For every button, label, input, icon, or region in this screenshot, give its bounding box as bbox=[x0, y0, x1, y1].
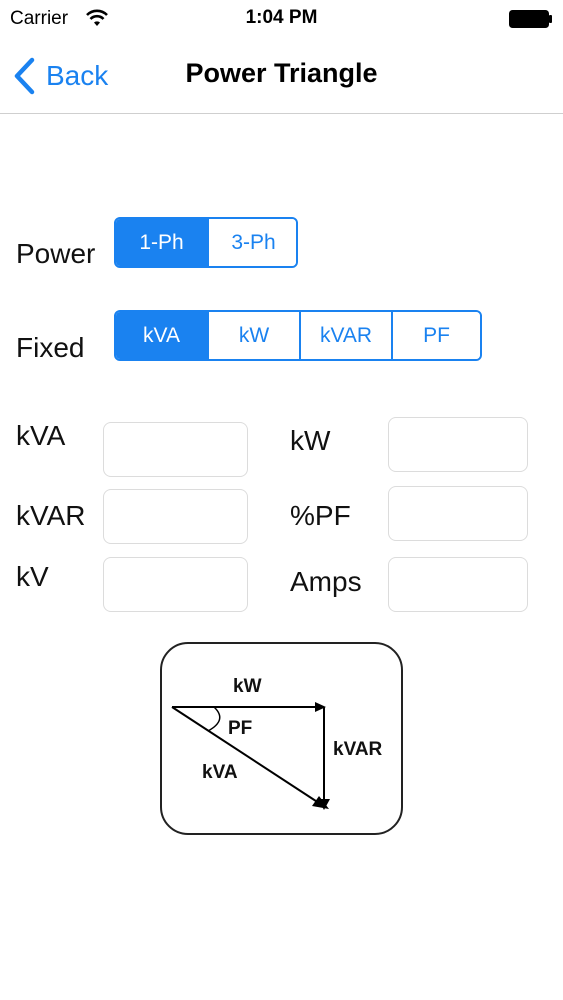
kva-arrow bbox=[171, 706, 323, 806]
page-title: Power Triangle bbox=[185, 58, 378, 88]
power-triangle-graphic bbox=[171, 702, 330, 810]
kw-arrowhead bbox=[315, 702, 326, 712]
power-segmented-control: 1-Ph 3-Ph bbox=[114, 217, 298, 268]
kv-input[interactable] bbox=[104, 558, 247, 611]
segment-1-ph[interactable]: 1-Ph bbox=[116, 219, 207, 266]
amps-input[interactable] bbox=[389, 558, 527, 611]
kva-field bbox=[103, 422, 248, 477]
chevron-left-icon bbox=[14, 57, 35, 95]
battery-icon bbox=[509, 10, 552, 28]
navigation-bar: Back Power Triangle bbox=[0, 40, 563, 114]
pf-input[interactable] bbox=[389, 487, 527, 540]
kv-label: kV bbox=[16, 561, 49, 592]
power-label: Power bbox=[16, 238, 96, 269]
segment-pf[interactable]: PF bbox=[391, 312, 480, 359]
power-triangle-diagram: kW PF kVA kVAR bbox=[160, 642, 403, 835]
kvar-field bbox=[103, 489, 248, 544]
kvar-input[interactable] bbox=[104, 490, 247, 543]
diagram-kva-label: kVA bbox=[202, 762, 238, 783]
kvar-label: kVAR bbox=[16, 500, 86, 531]
kw-input[interactable] bbox=[389, 418, 527, 471]
segment-kw[interactable]: kW bbox=[207, 312, 299, 359]
kva-label: kVA bbox=[16, 420, 66, 451]
diagram-pf-label: PF bbox=[228, 718, 253, 739]
kva-input[interactable] bbox=[104, 423, 247, 476]
pf-label: %PF bbox=[290, 500, 351, 531]
diagram-kw-label: kW bbox=[233, 676, 262, 697]
kva-arrowhead bbox=[312, 796, 329, 809]
segment-kva[interactable]: kVA bbox=[116, 312, 207, 359]
carrier-label: Carrier bbox=[10, 8, 69, 29]
pf-field bbox=[388, 486, 528, 541]
amps-label: Amps bbox=[290, 566, 362, 597]
fixed-segmented-control: kVA kW kVAR PF bbox=[114, 310, 482, 361]
back-button[interactable]: Back bbox=[12, 55, 108, 97]
kv-field bbox=[103, 557, 248, 612]
status-time: 1:04 PM bbox=[245, 7, 318, 28]
fixed-label: Fixed bbox=[16, 332, 85, 363]
segment-kvar[interactable]: kVAR bbox=[299, 312, 391, 359]
back-label: Back bbox=[46, 60, 109, 91]
diagram-kvar-label: kVAR bbox=[333, 739, 383, 760]
amps-field bbox=[388, 557, 528, 612]
status-bar: Carrier 1:04 PM bbox=[0, 0, 563, 40]
segment-3-ph[interactable]: 3-Ph bbox=[207, 219, 296, 266]
kw-label: kW bbox=[290, 425, 331, 456]
wifi-icon bbox=[86, 9, 108, 26]
pf-angle-arc bbox=[207, 706, 221, 732]
kw-field bbox=[388, 417, 528, 472]
